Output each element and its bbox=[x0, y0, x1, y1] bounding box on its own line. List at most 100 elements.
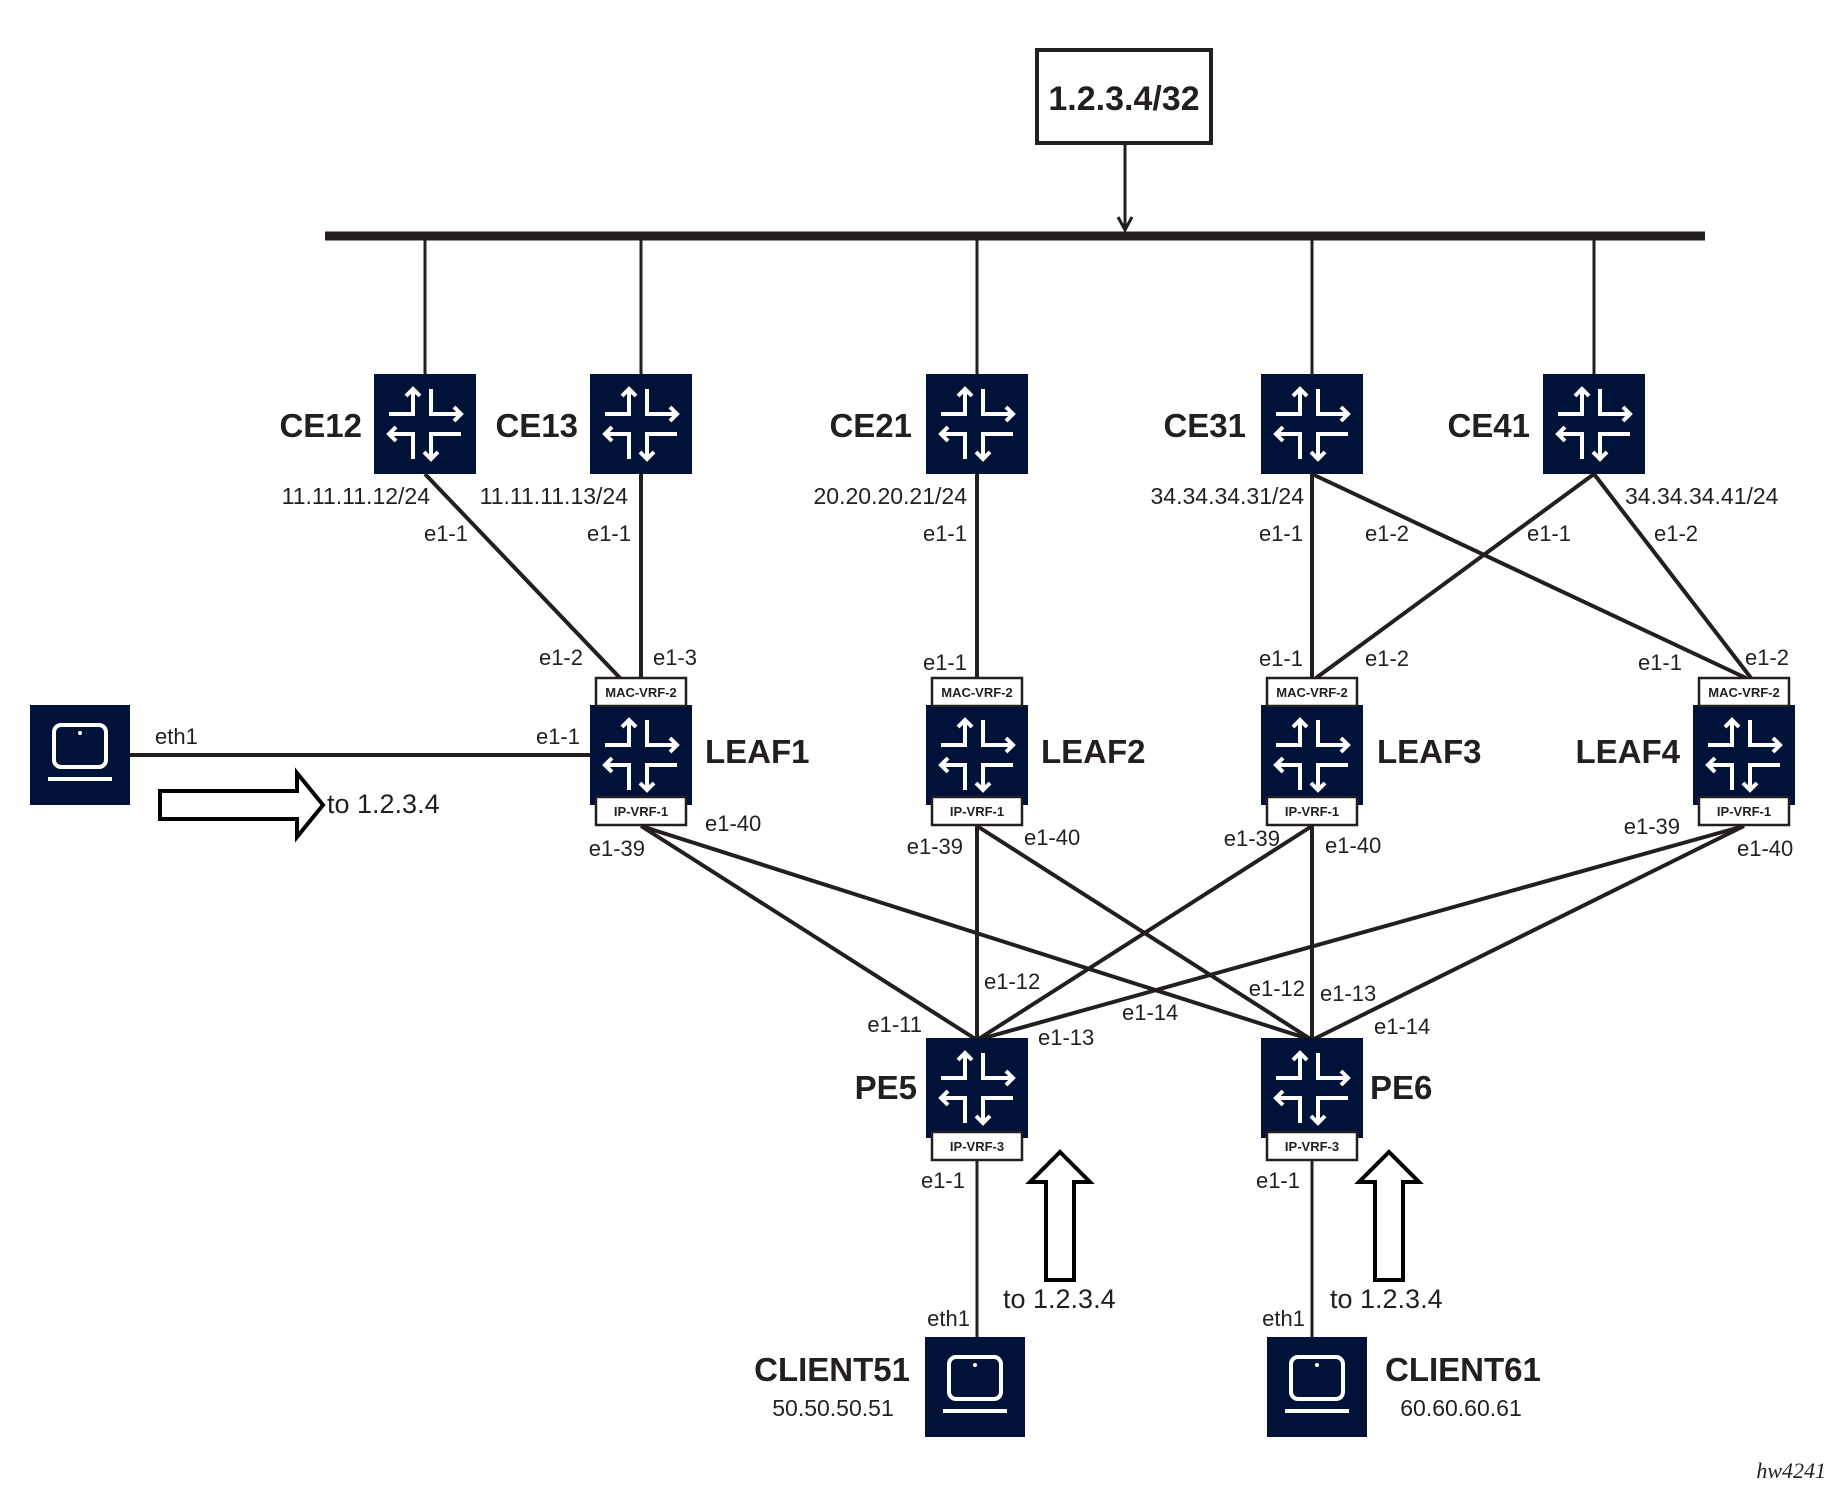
figure-id: hw4241 bbox=[1756, 1458, 1826, 1483]
router-icon bbox=[938, 386, 1016, 462]
port-label: e1-12 bbox=[984, 969, 1040, 994]
ce-ip-label: 11.11.11.12/24 bbox=[282, 483, 431, 509]
router-icon bbox=[602, 386, 680, 462]
device-box bbox=[590, 705, 692, 805]
port-label: e1-14 bbox=[1374, 1014, 1430, 1039]
ip-vrf-label: IP-VRF-1 bbox=[950, 804, 1004, 819]
port-label: e1-2 bbox=[1365, 646, 1409, 671]
device-box bbox=[1261, 705, 1363, 805]
device-box bbox=[925, 1337, 1025, 1437]
port-label: e1-2 bbox=[1365, 521, 1409, 546]
mac-vrf-label: MAC-VRF-2 bbox=[941, 685, 1013, 700]
flow-arrow-icon bbox=[1354, 1149, 1424, 1282]
client51[interactable] bbox=[925, 1337, 1025, 1437]
port-label: e1-39 bbox=[1224, 826, 1280, 851]
ce-leaf-link bbox=[1311, 472, 1747, 680]
leaf-name-label: LEAF1 bbox=[705, 733, 810, 770]
leaf-2[interactable]: MAC-VRF-2IP-VRF-1 bbox=[926, 676, 1028, 827]
mac-vrf-label-box bbox=[1697, 676, 1791, 708]
pe-5[interactable]: IP-VRF-3 bbox=[926, 1038, 1028, 1162]
device-box bbox=[30, 705, 130, 805]
ip-vrf-label-box bbox=[930, 1130, 1024, 1162]
client-name-label: CLIENT61 bbox=[1385, 1351, 1541, 1388]
ip-vrf-label: IP-VRF-1 bbox=[1285, 804, 1339, 819]
pe-6[interactable]: IP-VRF-3 bbox=[1261, 1038, 1363, 1162]
mac-vrf-label-box bbox=[1265, 676, 1359, 708]
leaf-1[interactable]: MAC-VRF-2IP-VRF-1 bbox=[590, 676, 692, 827]
flow-arrow-icon bbox=[158, 767, 326, 843]
router-icon bbox=[1555, 386, 1633, 462]
port-label: e1-40 bbox=[705, 811, 761, 836]
router-ce12[interactable] bbox=[374, 374, 476, 474]
pe-name-label: PE5 bbox=[855, 1069, 917, 1106]
leaf-3[interactable]: MAC-VRF-2IP-VRF-1 bbox=[1261, 676, 1363, 827]
router-ce41[interactable] bbox=[1543, 374, 1645, 474]
links-layer bbox=[125, 236, 1753, 1337]
device-box bbox=[926, 374, 1028, 474]
flow-label: to 1.2.3.4 bbox=[1003, 1284, 1116, 1314]
camera-dot bbox=[973, 1363, 977, 1367]
client-name-label: CLIENT51 bbox=[754, 1351, 910, 1388]
client61[interactable] bbox=[1267, 1337, 1367, 1437]
destination-prefix-node[interactable]: 1.2.3.4/32 bbox=[1035, 48, 1213, 145]
router-ce13[interactable] bbox=[590, 374, 692, 474]
nodes-layer: MAC-VRF-2IP-VRF-1 MAC-VRF-2IP-VRF-1 MAC-… bbox=[30, 374, 1795, 1437]
port-label: e1-1 bbox=[921, 1168, 965, 1193]
port-label: e1-39 bbox=[589, 836, 645, 861]
ce-name-label: CE12 bbox=[279, 407, 362, 444]
leaf-name-label: LEAF2 bbox=[1041, 733, 1146, 770]
device-box bbox=[926, 1038, 1028, 1138]
router-icon bbox=[938, 717, 1016, 793]
port-label: e1-2 bbox=[1654, 521, 1698, 546]
router-icon bbox=[1705, 717, 1783, 793]
router-icon bbox=[1273, 1050, 1351, 1126]
flow-label: to 1.2.3.4 bbox=[1330, 1284, 1443, 1314]
leaf-pe-link bbox=[975, 824, 1314, 1042]
device-box bbox=[374, 374, 476, 474]
client-ip-label: 50.50.50.51 bbox=[772, 1395, 894, 1421]
device-box bbox=[1261, 1038, 1363, 1138]
mac-vrf-label-box bbox=[594, 676, 688, 708]
ip-vrf-label: IP-VRF-3 bbox=[950, 1139, 1004, 1154]
router-icon bbox=[386, 386, 464, 462]
device-box bbox=[1693, 705, 1795, 805]
port-label: e1-1 bbox=[587, 521, 631, 546]
pe-name-label: PE6 bbox=[1370, 1069, 1432, 1106]
leaf-pe-link bbox=[976, 824, 1745, 1042]
port-label: e1-1 bbox=[923, 521, 967, 546]
ip-vrf-label-box bbox=[1265, 1130, 1359, 1162]
ip-vrf-label: IP-VRF-3 bbox=[1285, 1139, 1339, 1154]
ip-vrf-label-box bbox=[1697, 795, 1791, 827]
port-label: e1-11 bbox=[867, 1012, 922, 1037]
flow-label: to 1.2.3.4 bbox=[327, 789, 440, 819]
mac-vrf-label-box bbox=[930, 676, 1024, 708]
port-label: eth1 bbox=[155, 724, 198, 749]
mac-vrf-label: MAC-VRF-2 bbox=[1276, 685, 1348, 700]
router-icon bbox=[1273, 386, 1351, 462]
client-ip-label: 60.60.60.61 bbox=[1400, 1395, 1522, 1421]
leaf-4[interactable]: MAC-VRF-2IP-VRF-1 bbox=[1693, 676, 1795, 827]
port-label: e1-40 bbox=[1325, 833, 1381, 858]
port-label: e1-1 bbox=[923, 650, 967, 675]
ip-vrf-label: IP-VRF-1 bbox=[1717, 804, 1771, 819]
leaf-pe-link bbox=[639, 824, 979, 1042]
ce-leaf-link bbox=[1592, 472, 1753, 680]
router-ce31[interactable] bbox=[1261, 374, 1363, 474]
ce-ip-label: 34.34.34.31/24 bbox=[1151, 483, 1305, 509]
port-label: e1-1 bbox=[1527, 521, 1571, 546]
ce-ip-label: 20.20.20.21/24 bbox=[814, 483, 968, 509]
ce-name-label: CE21 bbox=[829, 407, 912, 444]
device-box bbox=[1543, 374, 1645, 474]
port-label: e1-2 bbox=[1745, 645, 1789, 670]
router-icon bbox=[602, 717, 680, 793]
router-ce21[interactable] bbox=[926, 374, 1028, 474]
laptop-icon bbox=[48, 723, 112, 781]
camera-dot bbox=[78, 731, 82, 735]
port-label: e1-1 bbox=[1259, 646, 1303, 671]
client-left[interactable] bbox=[30, 705, 130, 805]
port-label: e1-13 bbox=[1320, 981, 1376, 1006]
leaf-name-label: LEAF3 bbox=[1377, 733, 1482, 770]
router-icon bbox=[1273, 717, 1351, 793]
flow-arrow-icon bbox=[1025, 1149, 1095, 1282]
